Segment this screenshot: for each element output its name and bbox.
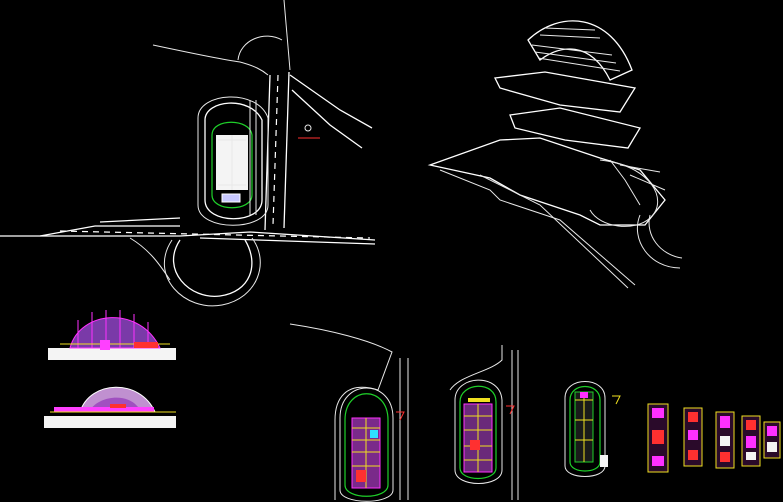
plan-boundary-2 [449,345,519,500]
floor-plan-1 [289,323,409,502]
plan-stand-2 [468,398,490,402]
road-edge [0,225,180,237]
plan-grid-3 [575,392,593,462]
floor-plate-2 [509,107,642,149]
track-boundary [197,96,269,226]
ramp [129,237,171,281]
base-road [479,174,629,289]
road-centerline [59,230,371,239]
detail-sheet-3 [715,411,735,469]
section-ribs [77,310,149,348]
base-road [439,169,636,286]
dome-ribs [531,27,621,72]
sheet-block [652,456,664,466]
track-loop-iso [589,159,659,227]
curve-road [648,214,683,259]
building-block [221,193,241,203]
section-view-1 [48,310,176,360]
plan-marker [396,411,405,421]
road-edge [99,217,181,223]
north-marker [304,124,312,132]
sheet-block [688,430,698,440]
loop-road-outer [163,237,261,307]
plan-room-3 [580,392,588,398]
section-core [100,340,110,350]
section-ground [48,348,176,360]
plan-marker-2 [506,405,515,415]
sheet-block [746,420,756,430]
plan-boundary [289,323,393,500]
plan-marker-3 [612,395,621,405]
section-ground [44,416,176,428]
floor-plan-3 [564,381,621,477]
sheet-block [746,452,756,460]
plan-road [399,358,409,500]
detail-sheet-4 [741,415,761,467]
sheet-block [652,430,664,444]
field-markings [218,135,246,190]
floor-plan-2 [449,345,519,500]
road-edge [283,0,291,71]
sheet-block [652,408,664,418]
road-edge [291,89,363,149]
sheet-block [720,452,730,462]
curve-road [636,214,681,269]
track-outer [204,102,263,220]
loop-road [173,239,253,297]
field-green [211,121,253,209]
sheet-block [720,416,730,428]
section-inner [90,397,140,410]
floor-plate-1 [494,71,637,113]
isometric-exploded-view [427,20,683,289]
plan-outline-2 [459,385,497,480]
plan-room-red [356,470,366,482]
sheet-block [720,436,730,446]
plan-room-3b [600,455,608,467]
section-slab-2 [54,407,154,412]
road-edge [199,237,376,245]
plan-outer-2 [454,379,503,484]
boundary-line [152,44,269,76]
plan-outer [339,387,394,502]
parking-row [249,100,257,215]
detail-sheet-2 [683,407,703,467]
sheet-block [767,426,777,436]
sheet-block [688,412,698,422]
section-view-2 [44,386,176,428]
detail-sheets [647,403,781,473]
road-centerline [272,74,279,226]
road-edge [283,71,290,229]
boundary-curve [237,35,283,61]
plan-room-red-2 [470,440,480,450]
plan-grid [352,418,380,488]
sheet-block [688,450,698,460]
sheet-block [767,442,777,452]
plan-outline [344,393,389,497]
plan-outline-3 [569,386,601,472]
stand-ribs [609,159,666,206]
section-element [134,342,158,348]
dome-shell [527,20,633,81]
road-edge [289,74,373,129]
plan-outer-3 [564,381,606,477]
sheet-block [746,436,756,448]
site-plan [0,0,376,307]
detail-sheet-5 [763,421,781,459]
plan-room-cyan [370,430,378,438]
section-element [110,404,126,408]
detail-sheet-1 [647,403,669,473]
